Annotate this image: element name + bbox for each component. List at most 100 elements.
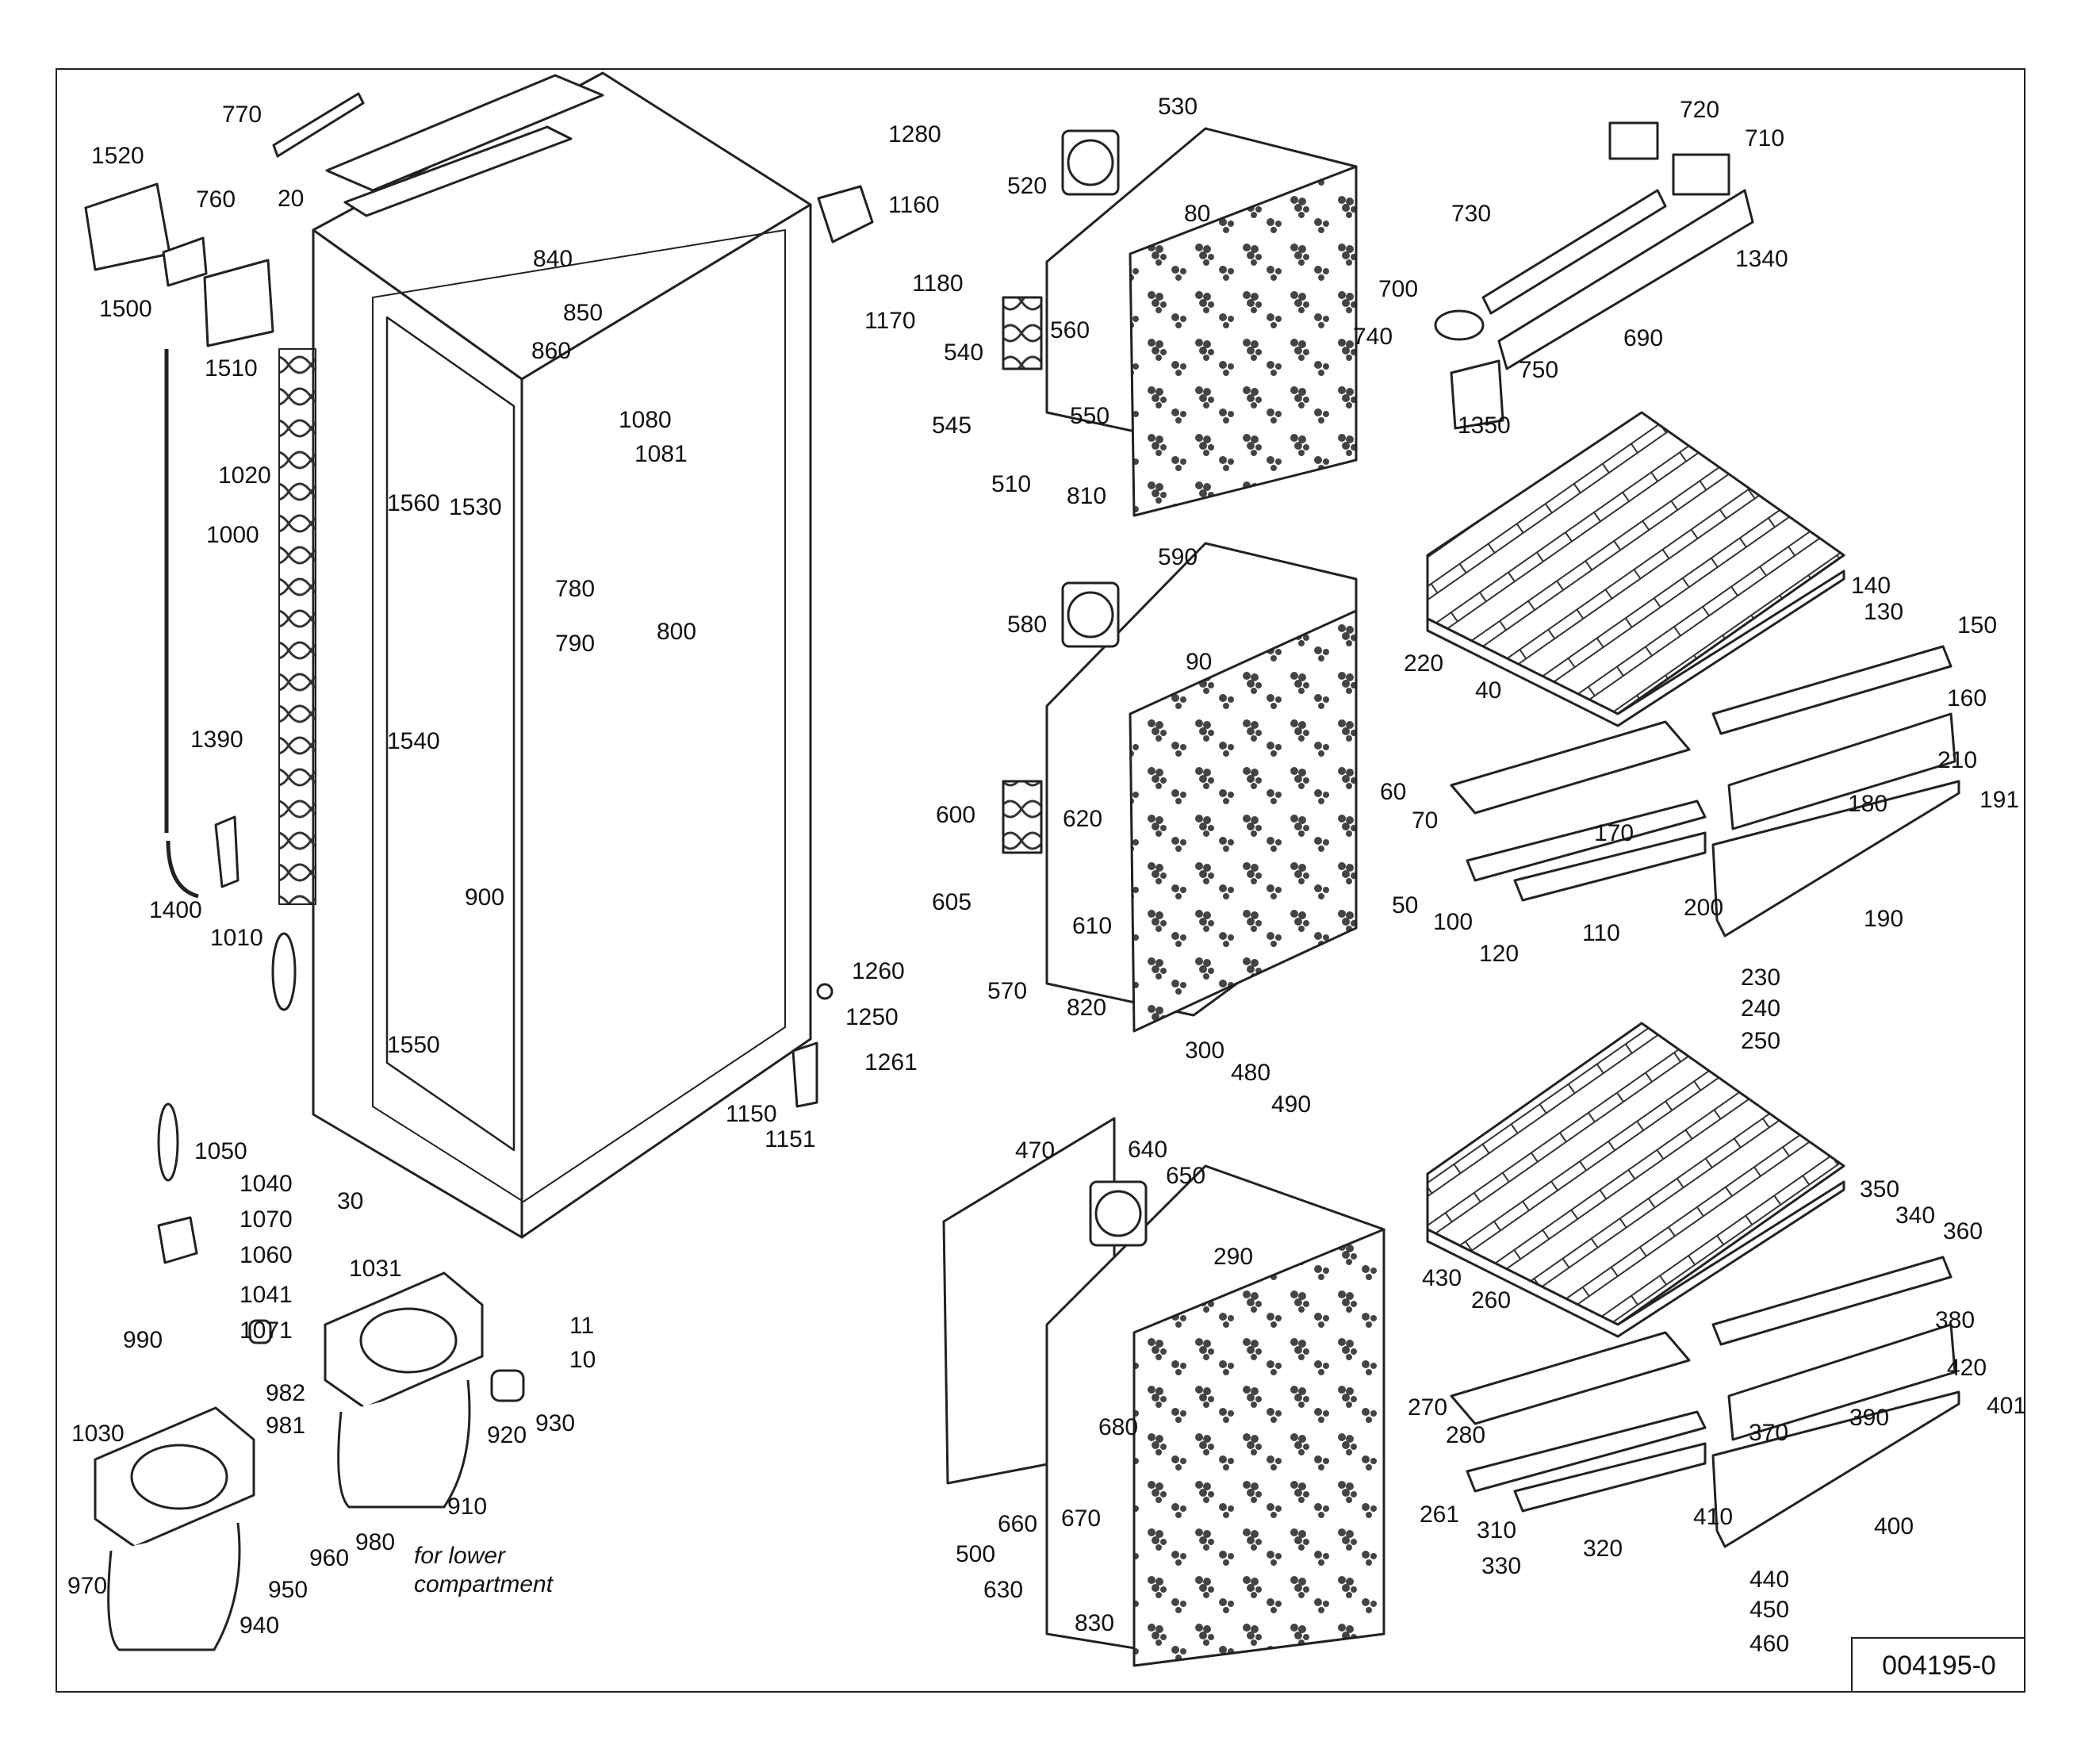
drawing-number-box: 004195-0	[1851, 1637, 2025, 1693]
part-label-430: 430	[1422, 1265, 1462, 1291]
part-label-1180: 1180	[912, 270, 964, 297]
part-label-710: 710	[1745, 125, 1785, 151]
part-label-120: 120	[1479, 941, 1520, 967]
part-label-1170: 1170	[864, 308, 916, 334]
shelf-upper-illustration	[1426, 411, 1960, 938]
part-label-300: 300	[1185, 1037, 1225, 1064]
part-label-1020: 1020	[218, 462, 271, 489]
part-label-1550: 1550	[387, 1032, 440, 1058]
part-label-605: 605	[932, 889, 972, 915]
part-label-100: 100	[1433, 909, 1474, 935]
part-label-280: 280	[1446, 1422, 1486, 1448]
part-label-970: 970	[67, 1573, 108, 1599]
part-label-690: 690	[1623, 325, 1664, 351]
part-label-20: 20	[278, 186, 305, 212]
part-label-960: 960	[309, 1545, 350, 1571]
cabinet-illustration	[312, 71, 812, 1239]
part-label-810: 810	[1067, 483, 1107, 509]
part-label-930: 930	[535, 1410, 576, 1436]
part-label-630: 630	[983, 1577, 1024, 1603]
part-label-500: 500	[956, 1541, 996, 1567]
part-label-130: 130	[1864, 599, 1904, 625]
part-label-1041: 1041	[240, 1282, 293, 1308]
part-label-170: 170	[1594, 820, 1635, 846]
part-label-1151: 1151	[765, 1126, 816, 1152]
part-label-350: 350	[1860, 1176, 1900, 1202]
part-label-210: 210	[1937, 747, 1978, 773]
part-label-370: 370	[1749, 1420, 1789, 1446]
part-label-590: 590	[1158, 544, 1198, 570]
part-label-360: 360	[1943, 1218, 1983, 1244]
part-label-1260: 1260	[852, 958, 905, 984]
note-line-2: compartment	[414, 1571, 554, 1597]
part-label-140: 140	[1851, 573, 1891, 599]
part-label-1400: 1400	[149, 897, 202, 923]
part-label-1160: 1160	[888, 192, 940, 218]
part-label-1000: 1000	[206, 522, 259, 548]
part-label-1150: 1150	[726, 1101, 777, 1127]
part-label-1080: 1080	[619, 407, 672, 433]
part-label-660: 660	[998, 1511, 1038, 1537]
part-label-550: 550	[1070, 403, 1110, 429]
part-label-80: 80	[1184, 201, 1211, 227]
part-label-670: 670	[1061, 1505, 1102, 1532]
part-label-1340: 1340	[1735, 246, 1788, 272]
part-label-820: 820	[1067, 995, 1107, 1021]
part-label-380: 380	[1935, 1307, 1976, 1333]
part-label-850: 850	[563, 300, 604, 326]
top-grille-illustration	[272, 74, 604, 217]
fan-unit-middle-illustration	[1002, 542, 1358, 1033]
part-label-1510: 1510	[205, 355, 258, 382]
part-label-11: 11	[569, 1313, 595, 1339]
part-label-400: 400	[1874, 1513, 1914, 1540]
part-label-180: 180	[1848, 791, 1888, 817]
compressor-note: for lower compartment	[414, 1542, 553, 1599]
part-label-1081: 1081	[634, 441, 688, 467]
part-label-1261: 1261	[864, 1049, 918, 1076]
part-label-1520: 1520	[91, 143, 144, 169]
part-label-1031: 1031	[349, 1256, 402, 1282]
part-label-330: 330	[1481, 1553, 1522, 1579]
part-label-800: 800	[657, 619, 697, 645]
part-label-1500: 1500	[99, 296, 152, 322]
part-label-620: 620	[1063, 806, 1103, 832]
part-label-840: 840	[533, 246, 573, 272]
part-label-1060: 1060	[240, 1242, 293, 1268]
part-label-520: 520	[1007, 173, 1048, 199]
part-label-261: 261	[1420, 1501, 1460, 1528]
part-label-30: 30	[337, 1188, 364, 1214]
part-label-191: 191	[1979, 787, 2020, 813]
part-label-610: 610	[1072, 913, 1113, 939]
part-label-110: 110	[1582, 920, 1620, 946]
drawing-number: 004195-0	[1882, 1650, 1996, 1681]
part-label-530: 530	[1158, 94, 1198, 120]
part-label-1280: 1280	[888, 121, 941, 148]
part-label-340: 340	[1895, 1202, 1936, 1229]
part-label-220: 220	[1404, 650, 1444, 677]
hinge-illustration	[791, 185, 874, 1108]
part-label-200: 200	[1684, 895, 1724, 921]
part-label-40: 40	[1475, 677, 1502, 704]
part-label-600: 600	[936, 802, 976, 828]
fan-unit-lower-illustration	[942, 1117, 1385, 1667]
part-label-401: 401	[1987, 1393, 2027, 1419]
part-label-390: 390	[1849, 1405, 1890, 1431]
part-label-270: 270	[1408, 1394, 1448, 1421]
part-label-740: 740	[1353, 324, 1393, 350]
part-label-490: 490	[1271, 1091, 1312, 1118]
part-label-1350: 1350	[1458, 412, 1511, 439]
part-label-1560: 1560	[387, 490, 440, 516]
left-parts-illustration	[84, 182, 316, 1011]
part-label-760: 760	[196, 186, 236, 213]
part-label-290: 290	[1213, 1244, 1254, 1270]
part-label-981: 981	[266, 1413, 306, 1439]
part-label-910: 910	[447, 1494, 488, 1520]
part-label-410: 410	[1693, 1504, 1734, 1530]
part-label-250: 250	[1741, 1028, 1781, 1054]
part-label-260: 260	[1471, 1287, 1512, 1313]
part-label-770: 770	[222, 102, 263, 128]
part-label-480: 480	[1231, 1060, 1271, 1086]
part-label-240: 240	[1741, 995, 1781, 1022]
